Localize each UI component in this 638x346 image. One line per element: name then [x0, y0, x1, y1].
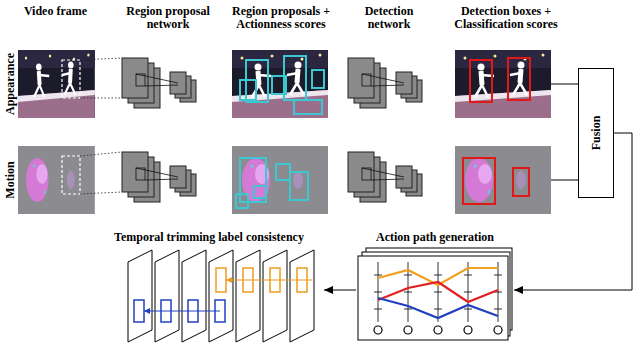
row-label: Appearance [4, 53, 17, 115]
column-heading: Region proposals + Actionness scores [230, 5, 332, 31]
motion-row [513, 168, 529, 196]
action-path-plot [464, 326, 472, 334]
trimmed-frames [226, 279, 312, 280]
appearance-row [284, 56, 306, 100]
trimmed-frames [216, 268, 226, 292]
appearance-row [508, 58, 530, 100]
flow-arrow [324, 290, 356, 291]
trimmed-frames [290, 250, 314, 342]
motion-row [551, 180, 578, 181]
trimmed-frames [155, 250, 179, 342]
box-label: Fusion [589, 116, 604, 151]
action-path-plot [378, 282, 498, 302]
motion-row [463, 158, 495, 204]
column-heading: Detection boxes + Classification scores [452, 5, 560, 31]
appearance-row [122, 58, 196, 108]
trimmed-frames [236, 250, 260, 342]
trimmed-frames [128, 250, 314, 342]
trimmed-frames [209, 250, 233, 342]
action-path-plot [404, 326, 412, 334]
motion-row [18, 146, 578, 214]
appearance-row [240, 56, 324, 114]
action-path-plot [494, 326, 502, 334]
trimmed-frames [263, 250, 287, 342]
appearance-row [470, 58, 530, 102]
trimmed-frames [182, 250, 206, 342]
action-path-plot [378, 298, 498, 318]
trimmed-frames [263, 250, 287, 342]
trimmed-frames [182, 250, 206, 342]
motion-row [236, 194, 248, 208]
trimmed-frames [144, 308, 150, 314]
motion-row [18, 146, 95, 214]
appearance-row [348, 58, 422, 108]
trimmed-frames [144, 310, 220, 311]
motion-row [254, 186, 266, 198]
trimmed-frames [134, 300, 144, 322]
motion-row [290, 172, 308, 200]
temporal-trimming-panel: Temporal trimming label consistency [94, 230, 324, 342]
trimmed-frames [155, 250, 179, 342]
motion-row [276, 164, 290, 180]
action-path-plot [358, 248, 512, 340]
motion-row [236, 158, 308, 208]
appearance-row [18, 50, 578, 118]
appearance-row [80, 58, 122, 98]
appearance-row [18, 50, 95, 118]
appearance-row [312, 70, 324, 88]
motion-row [80, 152, 122, 194]
trimmed-frames [290, 250, 314, 342]
motion-row [463, 158, 529, 204]
motion-row [455, 146, 551, 214]
appearance-row [455, 50, 551, 118]
appearance-row [240, 80, 256, 100]
flow-arrow [514, 133, 632, 290]
row-label: Motion [4, 161, 17, 198]
action-path-plot [374, 275, 502, 309]
action-path-plot [358, 256, 508, 340]
action-path-plot [434, 326, 442, 334]
trimmed-frames [128, 250, 152, 342]
appearance-row [294, 100, 322, 114]
motion-row [240, 158, 266, 202]
action-path-panel: Action path generation [356, 230, 514, 340]
appearance-row [272, 76, 286, 94]
fusion-box: Fusion [578, 68, 614, 198]
motion-row [122, 152, 196, 202]
column-heading: Region proposal network [116, 5, 220, 31]
trimmed-frames [226, 277, 232, 283]
motion-row [348, 152, 422, 202]
appearance-row [62, 60, 80, 98]
action-path-plot [374, 326, 382, 334]
trimmed-frames [128, 250, 152, 342]
panel-heading: Action path generation [356, 230, 514, 244]
trimmed-frames [209, 250, 233, 342]
appearance-row [551, 84, 578, 85]
column-heading: Video frame [8, 5, 103, 18]
panel-heading: Temporal trimming label consistency [94, 230, 324, 244]
motion-row [62, 156, 80, 194]
trimmed-frames [236, 250, 260, 342]
column-heading: Detection network [343, 5, 435, 31]
appearance-row [232, 50, 328, 118]
motion-row [232, 146, 328, 214]
appearance-row [470, 60, 492, 102]
